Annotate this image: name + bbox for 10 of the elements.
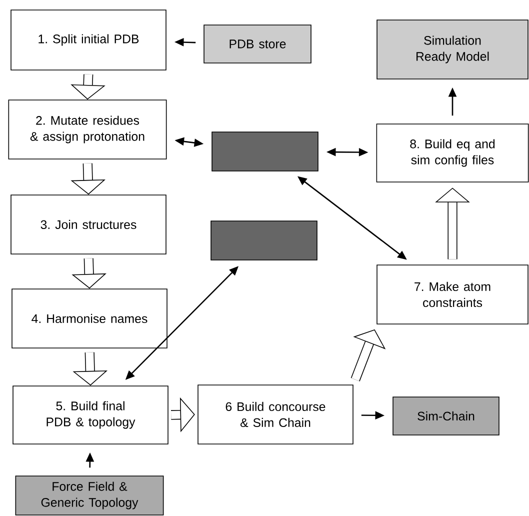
process-box: 1. Split initial PDB [10, 10, 166, 70]
tool-box [212, 132, 318, 172]
process-box: 8. Build eq and sim config files [376, 124, 529, 182]
input-box: Force Field & Generic Topology [15, 476, 164, 516]
process-box: 6 Build concourse & Sim Chain [198, 384, 354, 444]
output-box: Simulation Ready Model [376, 20, 528, 80]
output-box: Sim-Chain [392, 396, 500, 436]
store-box: PDB store [204, 24, 312, 64]
tool-box [210, 220, 318, 260]
process-box: 7. Make atom constraints [376, 264, 528, 324]
